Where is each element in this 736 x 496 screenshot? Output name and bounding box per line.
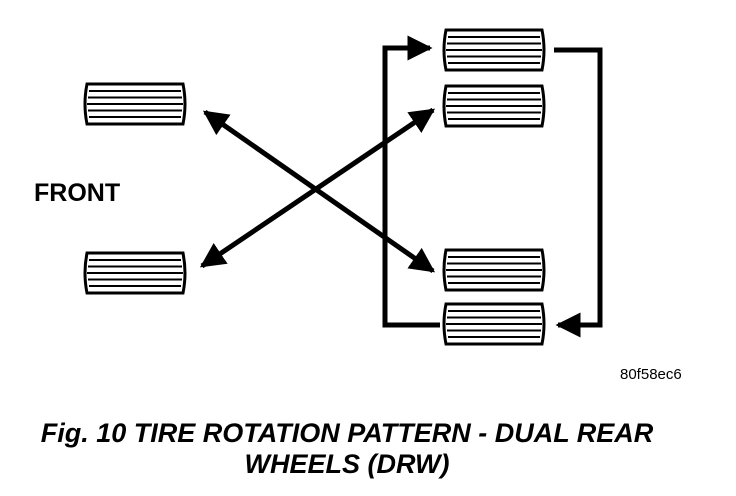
- tire-rear-lower-outer: [442, 302, 546, 346]
- tire-front-lower: [83, 251, 187, 295]
- figure-caption: Fig. 10 TIRE ROTATION PATTERN - DUAL REA…: [0, 418, 694, 480]
- tire-rear-upper-inner: [442, 84, 546, 128]
- tire-rear-lower-inner: [442, 248, 546, 292]
- bracket-arrow-right: [554, 47, 603, 338]
- cross-arrow-front-lower-to-rear-upper: [199, 107, 436, 269]
- tire-front-upper: [83, 82, 187, 126]
- caption-line-2: WHEELS (DRW): [244, 449, 450, 479]
- caption-line-1: Fig. 10 TIRE ROTATION PATTERN - DUAL REA…: [40, 418, 654, 448]
- bracket-arrow-left: [382, 35, 440, 328]
- tire-rear-upper-outer: [442, 28, 546, 72]
- image-code: 80f58ec6: [620, 366, 682, 383]
- front-label: FRONT: [34, 179, 120, 207]
